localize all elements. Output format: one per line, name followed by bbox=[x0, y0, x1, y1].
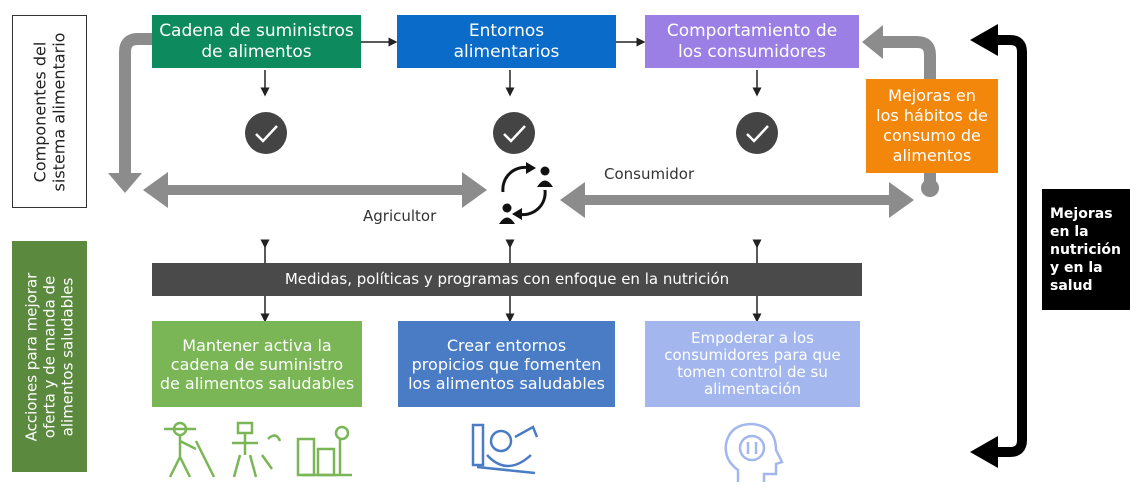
empower-box: Empoderar a los consumidores para que to… bbox=[645, 321, 860, 407]
cycle-people-icon bbox=[499, 162, 553, 224]
health-label: Mejoras en la nutrición y en la salud bbox=[1042, 189, 1130, 310]
health-arrow bbox=[990, 35, 1027, 457]
loop-arrow-right bbox=[880, 36, 936, 185]
components-label: Componentes del sistema alimentario bbox=[12, 15, 87, 208]
food-basket-icon bbox=[471, 423, 539, 475]
actions-label: Acciones para mejorar oferta y de manda … bbox=[12, 241, 87, 472]
loop-arrow-left bbox=[119, 33, 152, 175]
farmer-label: Agricultor bbox=[363, 207, 437, 225]
supply-chain-box: Cadena de suministros de alimentos bbox=[152, 15, 361, 68]
policy-bar: Medidas, políticas y programas con enfoq… bbox=[152, 263, 862, 296]
food-env-box: Entornos alimentarios bbox=[397, 15, 616, 68]
keep-supply-box: Mantener activa la cadena de suministro … bbox=[152, 321, 362, 407]
consumer-behavior-box: Comportamiento de los consumidores bbox=[645, 15, 859, 68]
create-env-box: Crear entornos propicios que fomenten lo… bbox=[398, 321, 615, 407]
head-plate-icon bbox=[724, 422, 784, 482]
farmer-icons bbox=[164, 421, 352, 478]
check-icons bbox=[245, 112, 778, 154]
consumer-label: Consumidor bbox=[604, 165, 695, 183]
improvements-box: Mejoras en los hábitos de consumo de ali… bbox=[866, 79, 998, 173]
